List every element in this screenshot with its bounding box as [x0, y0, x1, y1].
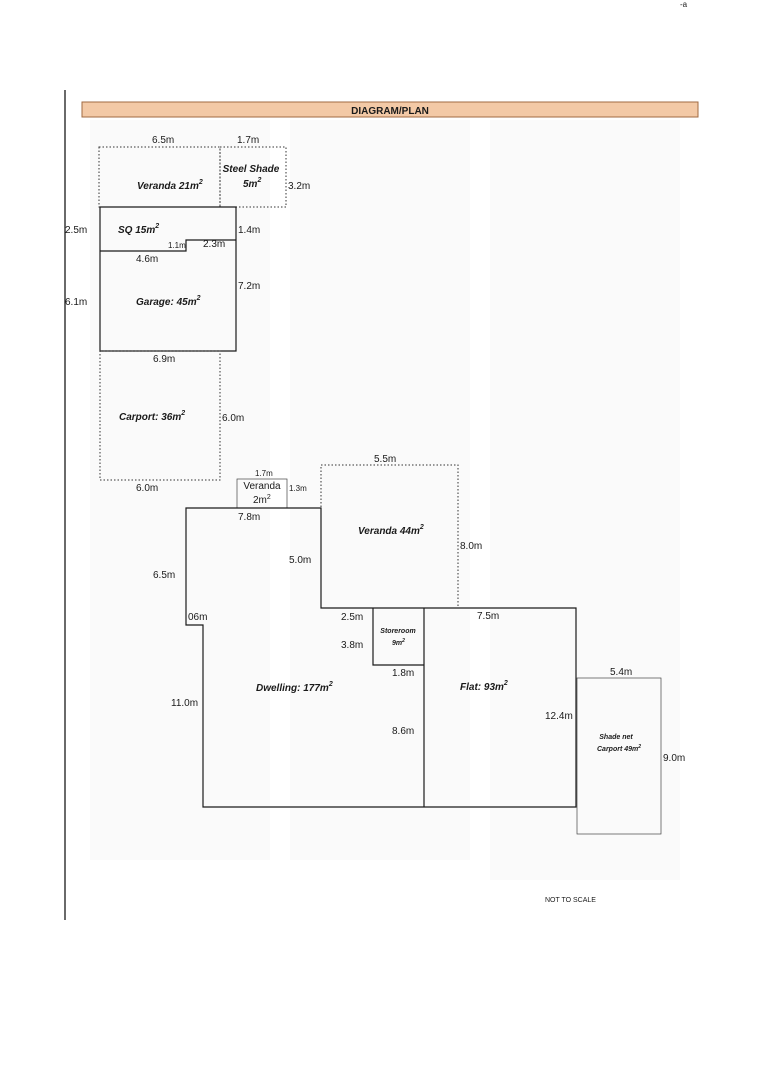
background-texture — [90, 120, 680, 880]
steel-shade-outline — [219, 146, 287, 208]
sq-label: SQ 15m2 — [118, 223, 159, 236]
dim-label: 2.3m — [203, 239, 225, 250]
sq-garage-outline — [99, 206, 237, 352]
flat-label: Flat: 93m2 — [460, 680, 508, 693]
shade-net-area: Carport 49m2 — [597, 744, 641, 753]
dim-label: 7.2m — [238, 281, 260, 292]
dim-label: 3.8m — [341, 640, 363, 651]
dim-label: 11.0m — [171, 698, 198, 709]
dim-label: 6.0m — [222, 413, 244, 424]
garage-label: Garage: 45m2 — [136, 295, 201, 308]
dim-label: 5.4m — [610, 667, 632, 678]
carport-label: Carport: 36m2 — [119, 410, 185, 423]
dim-label: 6.9m — [153, 354, 175, 365]
dim-label: 6.5m — [152, 135, 174, 146]
dim-label: 1.3m — [289, 484, 307, 493]
storeroom-area: 9m2 — [392, 638, 405, 647]
dim-label: 5.0m — [289, 555, 311, 566]
dim-label: 6.5m — [153, 570, 175, 581]
dim-label: 9.0m — [663, 753, 685, 764]
dwelling-label: Dwelling: 177m2 — [256, 681, 333, 694]
dim-label: 2.5m — [341, 612, 363, 623]
not-to-scale-note: NOT TO SCALE — [545, 897, 596, 904]
header-bar — [81, 101, 699, 118]
carport-outline — [99, 350, 221, 481]
steel-shade-area: 5m2 — [243, 177, 261, 190]
dim-label: 1.1m — [168, 241, 186, 250]
veranda-big-label: Veranda 44m2 — [358, 524, 424, 537]
header-title: DIAGRAM/PLAN — [351, 106, 429, 117]
dim-label: 7.8m — [238, 512, 260, 523]
dim-label: 6.1m — [65, 297, 87, 308]
dim-label: 1.7m — [255, 469, 273, 478]
dim-label: 6.0m — [136, 483, 158, 494]
shade-net-outline — [576, 677, 662, 835]
dwelling-flat-outline — [185, 507, 577, 808]
storeroom-outline — [372, 608, 424, 666]
dim-label: 3.2m — [288, 181, 310, 192]
veranda-small-area: 2m2 — [253, 494, 271, 506]
dim-label: 8.6m — [392, 726, 414, 737]
dim-label: 1.4m — [238, 225, 260, 236]
dim-label: 7.5m — [477, 611, 499, 622]
sq-divider — [100, 239, 236, 252]
storeroom-label: Storeroom — [380, 628, 415, 635]
dim-label: 5.5m — [374, 454, 396, 465]
dim-label: 1.8m — [392, 668, 414, 679]
shade-net-label: Shade net — [599, 734, 633, 741]
dim-label: 8.0m — [460, 541, 482, 552]
steel-shade-label: Steel Shade — [223, 164, 280, 175]
veranda-small-label: Veranda — [243, 481, 281, 492]
dim-label: 2.5m — [65, 225, 87, 236]
dim-label: 12.4m — [545, 711, 573, 722]
corner-mark: -a — [680, 0, 688, 9]
dimension-labels: 6.5m 1.7m 3.2m 2.5m 1.4m 1.1m 2.3m 4.6m … — [65, 135, 685, 764]
veranda-top-label: Veranda 21m2 — [137, 179, 203, 192]
dim-label: 1.7m — [237, 135, 259, 146]
dim-label: 06m — [188, 612, 207, 623]
dim-label: 4.6m — [136, 254, 158, 265]
